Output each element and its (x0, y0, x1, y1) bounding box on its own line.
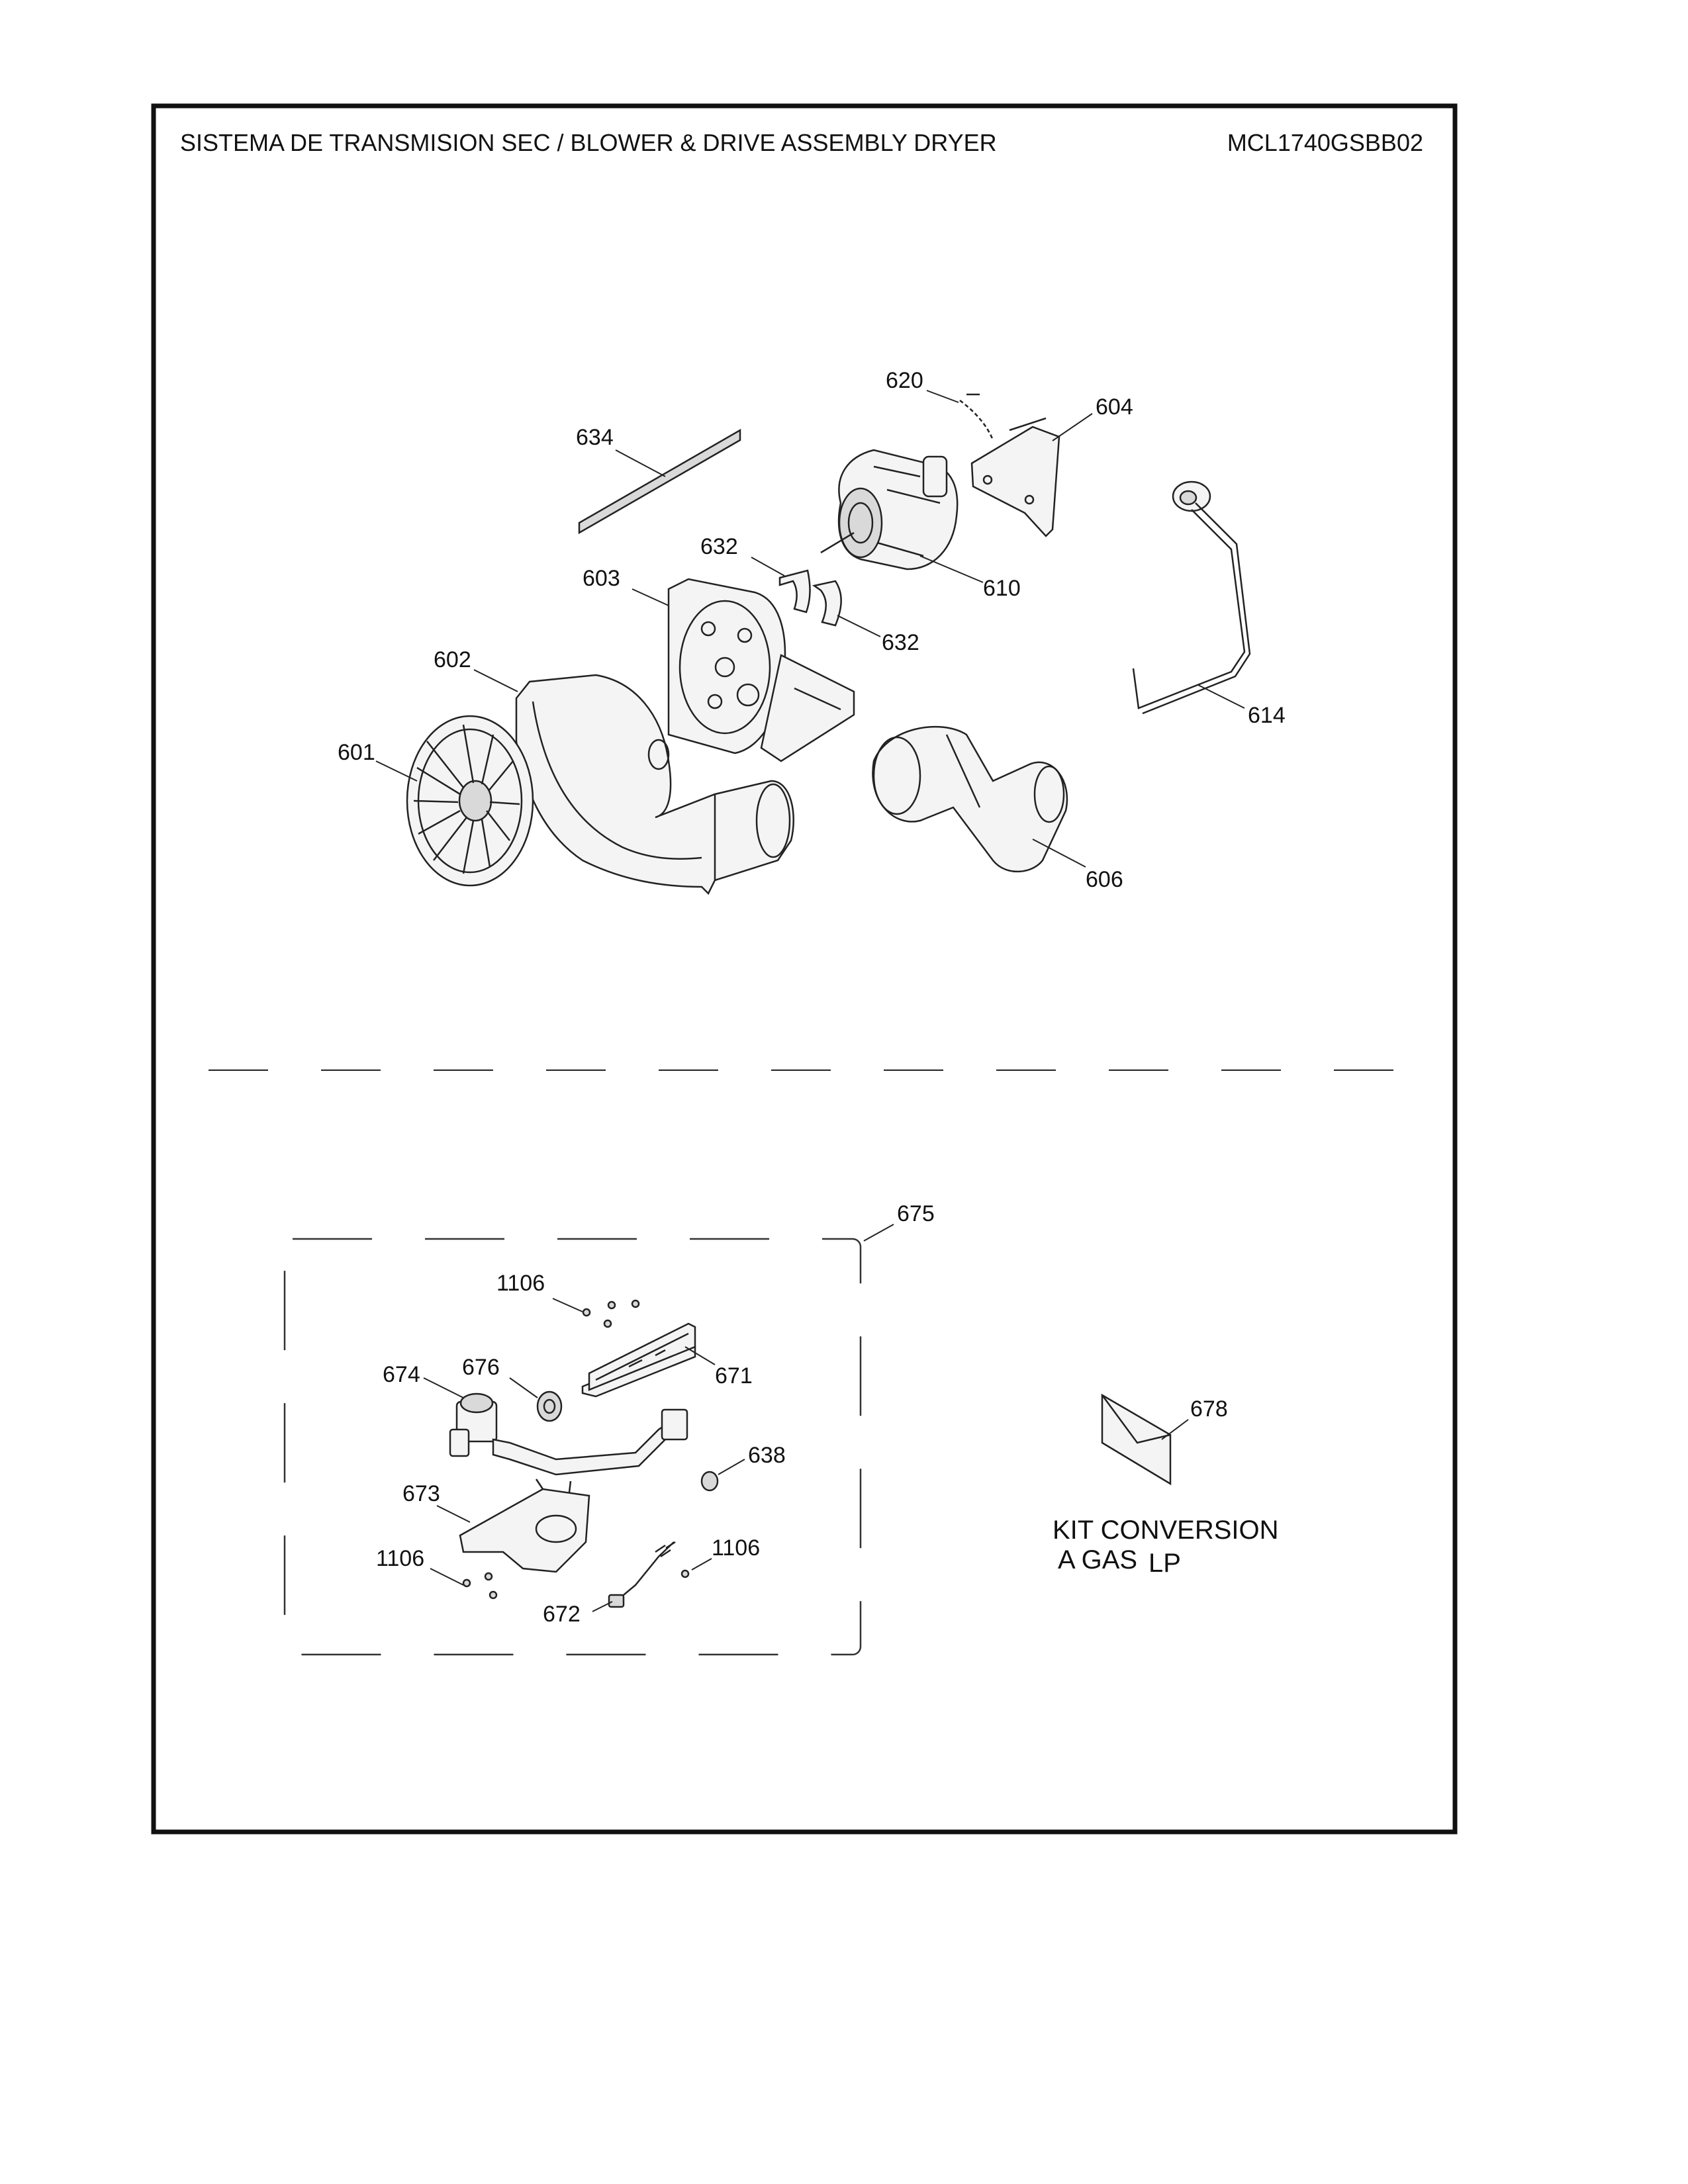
part-674-gas-valve (449, 1392, 688, 1476)
part-671-burner-tube (581, 1322, 696, 1398)
callout-1106-lower-left: 1106 (376, 1546, 424, 1571)
kit-label-line2b: LP (1149, 1549, 1181, 1578)
callout-671: 671 (715, 1363, 753, 1388)
callout-674: 674 (383, 1362, 420, 1387)
kit-675-boundary (283, 1238, 862, 1656)
callout-675: 675 (897, 1201, 935, 1226)
diagram-title: SISTEMA DE TRANSMISION SEC / BLOWER & DR… (180, 129, 997, 156)
callout-620: 620 (886, 368, 923, 393)
callout-602: 602 (434, 647, 471, 672)
part-634-strip (578, 428, 741, 535)
callout-601: 601 (338, 740, 375, 765)
callout-638: 638 (748, 1443, 786, 1468)
callout-672: 672 (543, 1602, 581, 1627)
callout-632-lower: 632 (882, 630, 919, 655)
callout-678: 678 (1190, 1396, 1228, 1422)
callout-1106-lower-right: 1106 (712, 1535, 760, 1561)
part-604-bracket (970, 417, 1060, 537)
part-610-motor (820, 449, 959, 570)
part-672-igniter (608, 1541, 676, 1608)
part-606-duct (872, 726, 1068, 873)
page-border (151, 103, 1458, 1835)
callout-1106-upper: 1106 (496, 1271, 545, 1296)
model-number: MCL1740GSBB02 (1227, 129, 1423, 156)
part-638-plug (700, 1471, 719, 1492)
part-620-clip (959, 393, 994, 441)
part-614-idler-arm (1132, 480, 1251, 715)
part-632-bearing-lower (812, 580, 842, 627)
part-1106-screw-lower-right (680, 1569, 690, 1578)
callout-603: 603 (583, 566, 620, 591)
callout-673: 673 (402, 1481, 440, 1506)
callout-632-upper: 632 (700, 534, 738, 559)
callout-676: 676 (462, 1355, 500, 1380)
kit-label-line1: KIT CONVERSION (1053, 1516, 1279, 1545)
part-678-conversion-kit-envelope (1101, 1393, 1172, 1486)
part-1106-screws-upper (582, 1299, 640, 1328)
callout-604: 604 (1096, 394, 1133, 420)
callout-610: 610 (983, 576, 1021, 601)
part-673-bracket (459, 1479, 590, 1573)
kit-label-line2a: A GAS (1058, 1545, 1137, 1574)
part-601-blower-wheel (406, 715, 534, 887)
callout-614: 614 (1248, 703, 1286, 728)
part-632-bearing-upper (778, 569, 811, 614)
callout-606: 606 (1086, 867, 1123, 892)
part-603-housing-plate (667, 578, 855, 762)
part-602-blower-housing (515, 674, 794, 895)
part-676-orifice (536, 1390, 563, 1422)
callout-634: 634 (576, 425, 614, 450)
part-1106-screws-lower-left (462, 1572, 498, 1600)
